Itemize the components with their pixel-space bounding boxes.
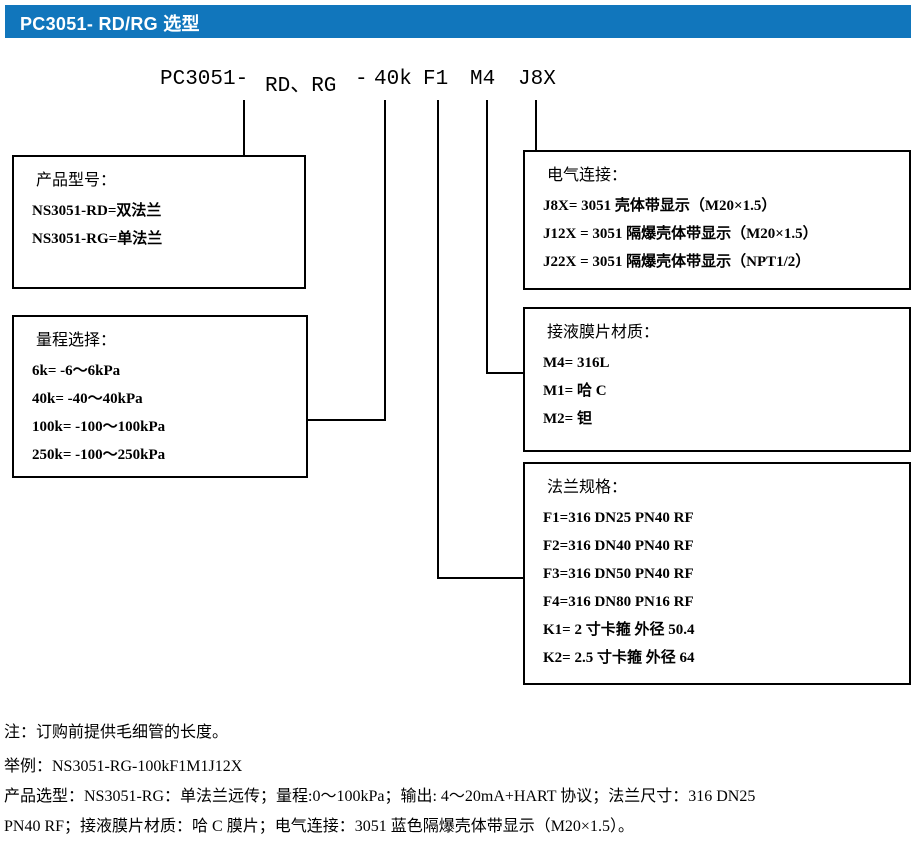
range-select-row: 250k= -100～250kPa	[32, 447, 166, 463]
model-code-line: PC3051- RD、RG - 40k F1 M4 J8X	[0, 68, 917, 98]
flange-spec-row: F1=316 DN25 PN40 RF	[543, 510, 694, 526]
flange-spec-row: K1= 2 寸卡箍 外径 50.4	[543, 622, 695, 638]
connector-flange-horizontal	[437, 577, 525, 579]
code-flange: F1	[423, 68, 449, 91]
connector-flange-vertical	[437, 100, 439, 579]
connector-range-horizontal	[306, 419, 386, 421]
flange-spec-row: F2=316 DN40 PN40 RF	[543, 538, 694, 554]
product-model-row: NS3051-RG=单法兰	[32, 231, 163, 247]
range-select-row: 100k= -100～100kPa	[32, 419, 166, 435]
range-select-row: 6k= -6～6kPa	[32, 363, 121, 379]
product-model-row: NS3051-RD=双法兰	[32, 203, 162, 219]
range-select-title: 量程选择：	[36, 332, 117, 349]
membrane-material-title: 接液膜片材质：	[547, 324, 660, 341]
membrane-material-box: 接液膜片材质： M4= 316L M1= 哈 C M2= 钽	[523, 307, 911, 452]
code-range: 40k	[374, 68, 412, 91]
flange-spec-row: F3=316 DN50 PN40 RF	[543, 566, 694, 582]
code-electrical: J8X	[518, 68, 556, 91]
code-dash: -	[355, 68, 368, 91]
header-bar	[5, 5, 911, 38]
electrical-connection-box: 电气连接： J8X= 3051 壳体带显示（M20×1.5） J12X = 30…	[523, 150, 911, 290]
electrical-connection-row: J12X = 3051 隔爆壳体带显示（M20×1.5）	[543, 226, 818, 242]
connector-electrical-vertical	[535, 100, 537, 151]
note-selection-line-2: PN40 RF；接液膜片材质：哈 C 膜片；电气连接：3051 蓝色隔爆壳体带显…	[4, 818, 634, 835]
flange-spec-box: 法兰规格： F1=316 DN25 PN40 RF F2=316 DN40 PN…	[523, 462, 911, 685]
membrane-material-row: M2= 钽	[543, 411, 592, 427]
range-select-box: 量程选择： 6k= -6～6kPa 40k= -40～40kPa 100k= -…	[12, 315, 308, 478]
flange-spec-row: F4=316 DN80 PN16 RF	[543, 594, 694, 610]
electrical-connection-title: 电气连接：	[547, 167, 628, 184]
note-selection-line-1: 产品选型：NS3051-RG：单法兰远传；量程:0～100kPa；输出: 4～2…	[4, 788, 756, 805]
membrane-material-row: M4= 316L	[543, 355, 610, 371]
connector-range-vertical	[384, 100, 386, 421]
flange-spec-row: K2= 2.5 寸卡箍 外径 64	[543, 650, 695, 666]
connector-membrane-horizontal	[486, 372, 525, 374]
code-model: PC3051-	[160, 68, 249, 91]
membrane-material-row: M1= 哈 C	[543, 383, 607, 399]
note-capillary: 注：订购前提供毛细管的长度。	[4, 724, 229, 741]
electrical-connection-row: J22X = 3051 隔爆壳体带显示（NPT1/2）	[543, 254, 811, 270]
connector-product-vertical	[243, 100, 245, 156]
electrical-connection-row: J8X= 3051 壳体带显示（M20×1.5）	[543, 198, 777, 214]
flange-spec-title: 法兰规格：	[547, 479, 628, 496]
code-type: RD、RG	[265, 75, 337, 98]
product-model-box: 产品型号： NS3051-RD=双法兰 NS3051-RG=单法兰	[12, 155, 306, 289]
code-membrane: M4	[470, 68, 496, 91]
product-model-title: 产品型号：	[36, 172, 117, 189]
page-title: PC3051- RD/RG 选型	[20, 14, 200, 34]
footer-notes: 注：订购前提供毛细管的长度。 举例：NS3051-RG-100kF1M1J12X…	[4, 718, 917, 842]
connector-membrane-vertical	[486, 100, 488, 374]
note-example: 举例：NS3051-RG-100kF1M1J12X	[4, 758, 243, 775]
range-select-row: 40k= -40～40kPa	[32, 391, 143, 407]
